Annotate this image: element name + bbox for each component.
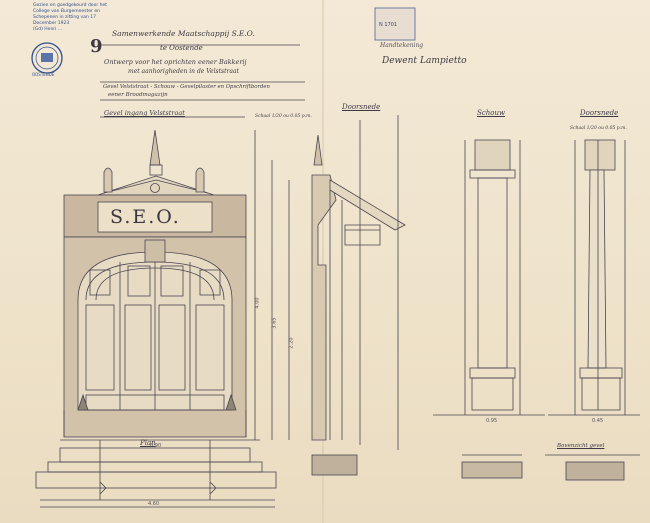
stamp-line: (Gd) Henri ...: [33, 27, 63, 32]
cornice-section: [311, 115, 406, 476]
stamp-line: Schepenen in zitting van 17: [33, 15, 96, 20]
signature-right: Lampietto: [420, 56, 467, 66]
signature-left: Dewent: [382, 56, 417, 66]
seal-text: OOSTENDE: [32, 72, 55, 77]
signature-top: Handtekening: [380, 42, 424, 49]
dimension-label: 4.00: [254, 297, 261, 309]
label-doorsnede-center: Doorsnede: [342, 103, 381, 111]
scale-note-right: Schaal 1/20 ou 0.05 p.m.: [570, 126, 627, 131]
title-line-4: met aanhorigheden in de Velststraat: [128, 68, 239, 75]
stamp-line: Gezien en goedgekeurd door het: [33, 3, 107, 8]
registry-stamp-box: [374, 7, 416, 41]
chimney-front-elevation: [433, 139, 545, 479]
approval-stamp: Gezien en goedgekeurd door het College v…: [33, 3, 107, 33]
title-line-2: te Oostende: [160, 44, 203, 52]
dimension-label: 3.65: [271, 317, 278, 329]
facade-inscription: S.E.O.: [110, 206, 181, 228]
sheet-number: 9: [90, 36, 103, 57]
registry-stamp-text: N 1701: [379, 22, 398, 28]
label-bovenzicht: Bovenzicht gevel: [557, 443, 605, 449]
title-line-1: Samenwerkende Maatschappij S.E.O.: [112, 29, 255, 38]
stamp-line: College van Burgemeester en: [33, 9, 100, 14]
title-line-5: Gevel Velststraat - Schouw - Gevelpilast…: [103, 84, 270, 90]
facade-elevation: [63, 129, 247, 438]
title-line-6: eener Broodmagazijn: [108, 92, 168, 98]
dimension-label: 2.20: [288, 337, 295, 349]
dimension-label: 0.45: [592, 418, 604, 424]
dimension-label: 0.95: [486, 418, 498, 424]
chimney-section: [545, 139, 640, 481]
label-doorsnede-right: Doorsnede: [580, 109, 619, 117]
dimension-label: 0.90: [150, 443, 162, 449]
label-schouw: Schouw: [477, 109, 505, 117]
title-line-7: Gevel ingang Velststraat: [104, 109, 185, 117]
plan-view: [35, 440, 277, 508]
scale-note-facade: Schaal 1/20 ou 0.05 p.m.: [255, 114, 312, 119]
title-line-3: Ontwerp voor het oprichten eener Bakkeri…: [104, 58, 247, 66]
label-plan: Plan: [140, 439, 156, 447]
municipal-seal: [31, 42, 63, 74]
dimension-label: 4.60: [148, 501, 160, 507]
stamp-line: December 1923: [33, 21, 70, 26]
